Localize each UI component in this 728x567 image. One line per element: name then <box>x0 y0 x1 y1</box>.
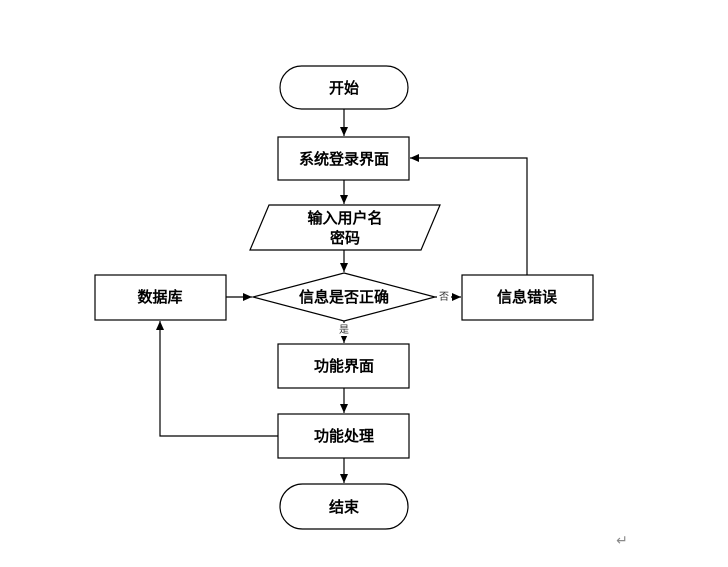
no-label-bg <box>437 289 451 303</box>
function-ui-label: 功能界面 <box>314 357 374 375</box>
database-label: 数据库 <box>137 288 182 306</box>
info-error-node: 信息错误 <box>461 274 594 321</box>
edge-label-no: 否 <box>439 291 449 303</box>
function-ui-node: 功能界面 <box>277 343 410 389</box>
function-process-label: 功能处理 <box>314 427 374 445</box>
function-process-node: 功能处理 <box>277 413 410 459</box>
input-node: 输入用户名 密码 <box>249 204 441 251</box>
input-label-line2: 密码 <box>330 229 360 247</box>
decision-node: 信息是否正确 <box>250 272 438 322</box>
arrow-process-to-database <box>156 321 278 437</box>
yes-label-bg <box>337 323 351 336</box>
login-ui-label: 系统登录界面 <box>299 150 389 168</box>
database-node: 数据库 <box>94 274 227 321</box>
info-error-label: 信息错误 <box>497 288 558 306</box>
end-node: 结束 <box>279 483 409 530</box>
start-node: 开始 <box>279 65 409 110</box>
arrow-error-to-login <box>410 154 528 275</box>
end-label: 结束 <box>329 498 360 516</box>
login-ui-node: 系统登录界面 <box>277 136 410 181</box>
paragraph-mark: ↵ <box>616 533 628 549</box>
edge-label-yes: 是 <box>339 324 349 336</box>
start-label: 开始 <box>329 79 359 97</box>
decision-label: 信息是否正确 <box>299 288 389 306</box>
input-label-line1: 输入用户名 <box>307 209 382 227</box>
